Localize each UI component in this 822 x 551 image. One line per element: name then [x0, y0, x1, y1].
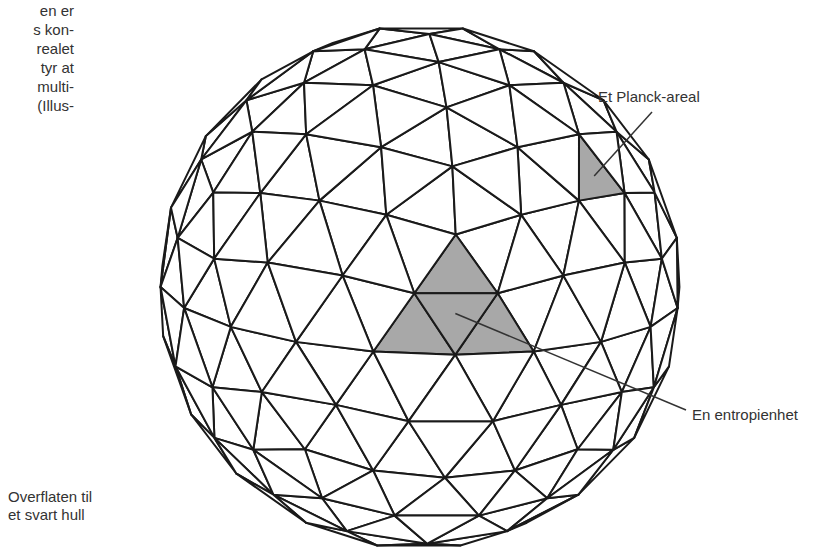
sphere-face	[273, 495, 346, 531]
sphere-face	[262, 342, 336, 405]
sphere-face	[191, 415, 236, 474]
body-text-fragment: (Illus-	[0, 97, 74, 115]
caption-label: Overflaten til et svart hull	[8, 488, 108, 524]
geodesic-sphere	[161, 29, 680, 546]
leader-line	[594, 112, 652, 176]
sphere-face	[176, 308, 213, 387]
sphere-face	[178, 238, 215, 308]
leader-lines	[455, 112, 686, 410]
callout-label: Et Planck-areal	[598, 88, 700, 106]
sphere-face	[498, 215, 564, 293]
body-text-fragment: realet	[0, 40, 74, 58]
sphere-face	[273, 495, 346, 531]
sphere-face	[381, 147, 452, 215]
sphere-face	[447, 85, 518, 147]
sphere-face	[304, 49, 373, 85]
sphere-face	[507, 495, 578, 531]
sphere-face	[336, 405, 409, 471]
sphere-face	[214, 438, 273, 495]
sphere-face	[563, 263, 624, 342]
leader-line	[455, 313, 686, 410]
sphere-face	[507, 495, 578, 531]
sphere-face	[409, 355, 493, 421]
sphere-face	[206, 79, 262, 136]
sphere-face	[509, 85, 579, 147]
sphere-face	[439, 49, 510, 85]
sphere-face	[579, 132, 625, 193]
sphere-face	[561, 342, 622, 405]
sphere-face	[306, 85, 381, 147]
sphere-face	[634, 366, 669, 438]
sphere-face	[252, 83, 306, 134]
sphere-face	[214, 193, 267, 263]
sphere-face	[613, 387, 654, 449]
sphere-face	[499, 49, 563, 85]
sphere-face	[395, 516, 479, 544]
sphere-face	[662, 238, 678, 308]
sphere-face	[377, 544, 460, 546]
sphere-face	[651, 308, 678, 387]
body-text-fragment: en er	[0, 2, 74, 20]
body-text-fragment: multi-	[0, 78, 74, 96]
sphere-face	[252, 132, 306, 193]
sphere-face	[365, 49, 439, 85]
sphere-face	[622, 327, 654, 392]
sphere-face	[547, 450, 613, 498]
sphere-face	[343, 215, 415, 293]
sphere-face	[547, 449, 613, 498]
callout-label: En entropienhet	[692, 406, 798, 424]
body-text-fragment: s kon-	[0, 21, 74, 39]
sphere-face	[613, 387, 654, 449]
sphere-face	[373, 85, 447, 147]
sphere-face	[236, 474, 306, 523]
sphere-face	[649, 159, 677, 237]
sphere-face	[452, 147, 521, 215]
sphere-face	[268, 263, 343, 342]
body-text-fragment: tyr at	[0, 59, 74, 77]
sphere-face	[654, 308, 678, 387]
sphere-face	[322, 470, 395, 515]
sphere-face	[395, 478, 479, 516]
sphere-face	[414, 293, 497, 355]
sphere-face	[409, 421, 493, 478]
